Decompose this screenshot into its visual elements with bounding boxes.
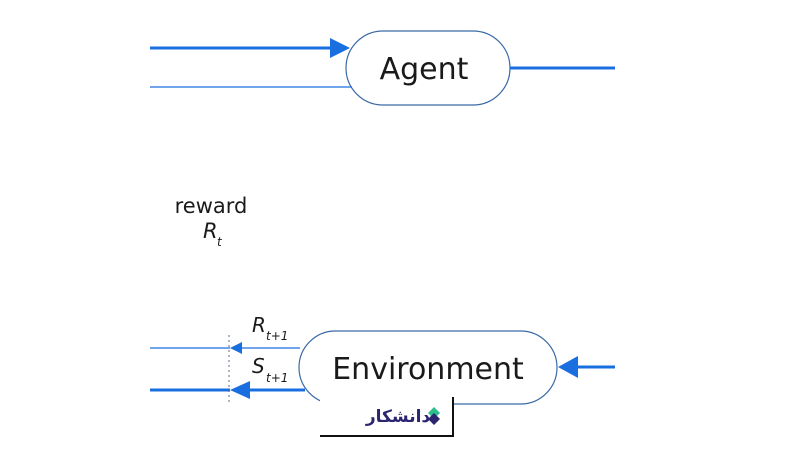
next-reward-arrowhead: [230, 342, 242, 354]
diamond-arrow-logo-icon: [428, 407, 440, 425]
agent-label: Agent: [380, 52, 469, 87]
action-arrowhead: [558, 356, 578, 378]
next-state-output-arrow: [150, 381, 305, 399]
reward-label-group: reward R t: [175, 194, 248, 249]
reward-word: reward: [175, 194, 248, 218]
next-state-arrowhead: [230, 381, 250, 399]
next-state-symbol: S: [252, 354, 265, 378]
reward-subscript: t: [217, 235, 223, 249]
reward-symbol: R: [203, 219, 218, 243]
next-reward-symbol: R: [252, 313, 266, 337]
next-reward-subscript: t+1: [266, 329, 288, 343]
environment-label: Environment: [332, 352, 524, 387]
watermark-text: دانشکار: [365, 407, 431, 427]
state-arrowhead: [330, 38, 350, 58]
watermark-logo: دانشکار: [320, 397, 454, 437]
next-state-subscript: t+1: [266, 371, 288, 385]
next-reward-label: R t+1: [252, 313, 288, 343]
next-reward-output-arrow: [150, 342, 300, 354]
next-state-label: S t+1: [252, 354, 288, 385]
agent-node: Agent: [345, 30, 511, 106]
state-input-arrow: [150, 38, 350, 58]
environment-node: Environment: [298, 330, 558, 405]
action-input-arrow: [558, 356, 615, 378]
